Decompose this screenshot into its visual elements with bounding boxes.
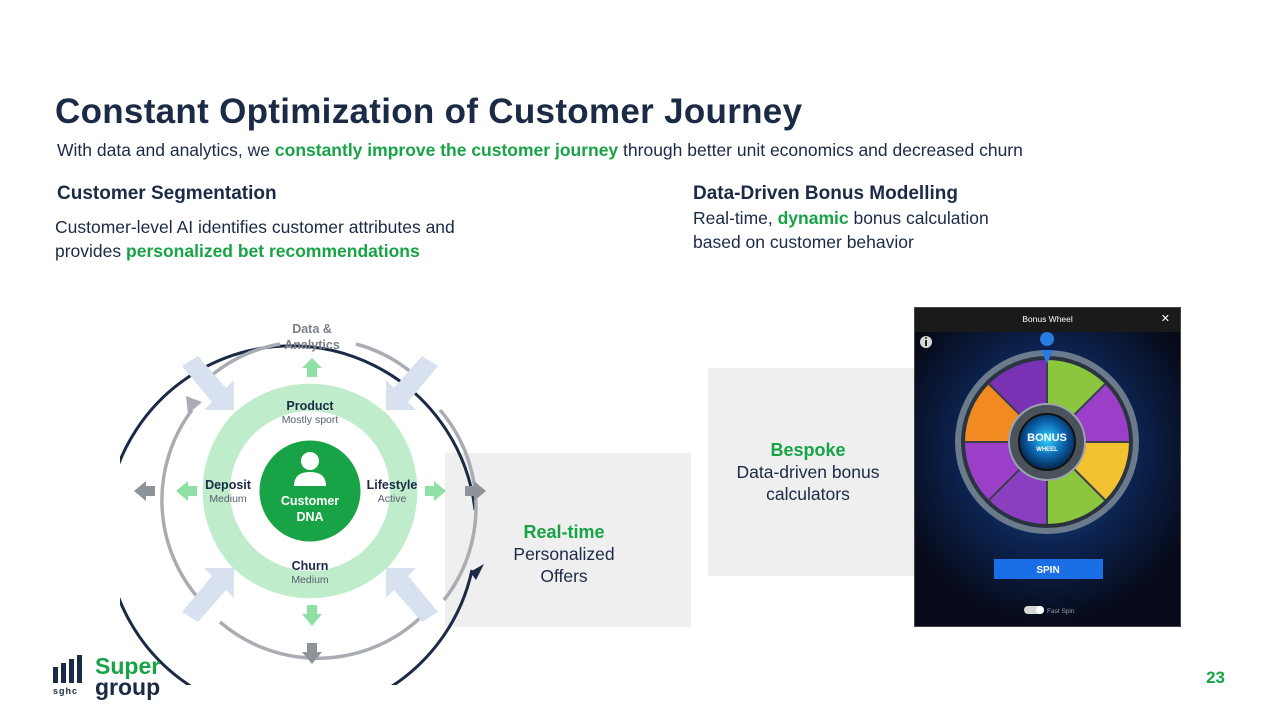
realtime-panel xyxy=(445,453,691,627)
arrow-top-right xyxy=(386,356,438,410)
segment-deposit-sub: Medium xyxy=(209,493,247,505)
info-icon-dot xyxy=(925,337,927,339)
bonus-wheel-titlebar: Bonus Wheel ✕ xyxy=(915,308,1180,332)
grey-cycle-arcs xyxy=(160,342,478,660)
fast-spin-toggle-knob[interactable] xyxy=(1036,606,1044,614)
realtime-text: Real-time Personalized Offers xyxy=(478,522,650,587)
bonus-wheel-window: Bonus Wheel ✕ xyxy=(914,307,1181,627)
realtime-title: Real-time xyxy=(523,522,605,542)
data-analytics-label-2: Analytics xyxy=(284,338,340,352)
logo-word-1: Super xyxy=(95,653,161,679)
arrow-bottom-right xyxy=(386,568,438,622)
segmentation-line-2: provides personalized bet recommendation… xyxy=(55,239,575,263)
segmentation-line-2-highlight: personalized bet recommendations xyxy=(126,241,420,261)
bonus-modelling-line-1-pre: Real-time, xyxy=(693,208,778,228)
arrow-down-green xyxy=(302,605,322,626)
spin-button[interactable] xyxy=(994,559,1103,579)
arrow-right-out xyxy=(465,481,486,501)
page-number: 23 xyxy=(1206,668,1225,687)
subtitle-pre: With data and analytics, we xyxy=(57,140,275,160)
bonus-wheel-title: Bonus Wheel xyxy=(1022,314,1073,324)
page-subtitle: With data and analytics, we constantly i… xyxy=(57,140,1023,161)
bespoke-text: Bespoke Data-driven bonus calculators xyxy=(718,440,898,505)
bonus-modelling-line-1-post: bonus calculation xyxy=(848,208,989,228)
wheel-pointer-tip xyxy=(1041,350,1053,364)
customer-dna-diagram: Customer DNA Data & Analytics Product Mo… xyxy=(120,322,486,685)
close-icon[interactable]: ✕ xyxy=(1160,313,1170,325)
bonus-modelling-body: Real-time, dynamic bonus calculation bas… xyxy=(693,206,1093,254)
arrow-down-out xyxy=(302,643,322,664)
segment-product-sub: Mostly sport xyxy=(282,414,339,426)
bespoke-title: Bespoke xyxy=(770,440,846,460)
realtime-line-2: Offers xyxy=(540,566,588,586)
arrow-left-green xyxy=(176,481,197,501)
bespoke-line-1: Data-driven bonus xyxy=(736,462,880,482)
supergroup-logo: sghc Super group xyxy=(53,655,183,705)
segmentation-line-1: Customer-level AI identifies customer at… xyxy=(55,217,455,237)
outer-cycle-arrowhead xyxy=(470,564,484,580)
subtitle-highlight: constantly improve the customer journey xyxy=(274,140,619,160)
fast-spin-label: Fast Spin xyxy=(1047,608,1075,615)
bespoke-line-2: calculators xyxy=(766,484,850,504)
page-title: Constant Optimization of Customer Journe… xyxy=(55,92,803,131)
realtime-line-1: Personalized xyxy=(513,544,615,564)
diagonal-arrows xyxy=(182,356,438,622)
segmentation-heading: Customer Segmentation xyxy=(57,183,277,204)
bonus-modelling-line-1-highlight: dynamic xyxy=(777,208,849,228)
bonus-modelling-line-2: based on customer behavior xyxy=(693,232,914,252)
segment-lifestyle-sub: Active xyxy=(378,493,407,505)
subtitle-post: through better unit economics and decrea… xyxy=(618,140,1023,160)
bonus-modelling-line-1: Real-time, dynamic bonus calculation xyxy=(693,206,1093,230)
segment-product-label: Product xyxy=(286,399,334,413)
outer-cycle-ring xyxy=(120,344,477,685)
center-label-2: DNA xyxy=(296,510,323,524)
info-icon-bar xyxy=(925,340,927,346)
arrow-right-green xyxy=(425,481,446,501)
person-icon xyxy=(294,452,326,486)
logo-mark-text: sghc xyxy=(53,686,79,696)
outer-grey-arrows xyxy=(134,481,486,664)
wheel-hub-label-2: WHEEL xyxy=(1036,447,1058,453)
wheel-pointer-icon xyxy=(1040,332,1055,346)
spin-button-label[interactable]: SPIN xyxy=(1036,565,1059,576)
segmentation-line-2-pre: provides xyxy=(55,241,127,261)
logo-mark-icon xyxy=(53,655,82,683)
inner-green-arrows xyxy=(176,358,446,626)
wheel-hub-label-1: BONUS xyxy=(1027,432,1067,444)
arrow-bottom-left xyxy=(182,568,234,622)
arrow-left-out xyxy=(134,481,155,501)
grey-arc-arrowhead xyxy=(186,396,202,414)
bonus-wheel-graphic: BONUS WHEEL SPIN Fast Spin xyxy=(915,332,1180,626)
segment-deposit-label: Deposit xyxy=(205,478,252,492)
center-label-1: Customer xyxy=(281,494,339,508)
arrow-top-left xyxy=(182,356,234,410)
segment-lifestyle-label: Lifestyle xyxy=(367,478,418,492)
bonus-modelling-heading: Data-Driven Bonus Modelling xyxy=(693,183,958,204)
logo-word-2: group xyxy=(95,674,161,700)
bespoke-panel xyxy=(708,368,918,576)
segmentation-body: Customer-level AI identifies customer at… xyxy=(55,215,575,263)
segment-churn-sub: Medium xyxy=(291,574,329,586)
customer-dna-circle xyxy=(256,437,364,545)
segment-churn-label: Churn xyxy=(292,559,329,573)
arrow-up-green xyxy=(302,358,322,377)
data-analytics-label-1: Data & xyxy=(292,322,332,336)
wheel-hub xyxy=(1018,413,1076,471)
